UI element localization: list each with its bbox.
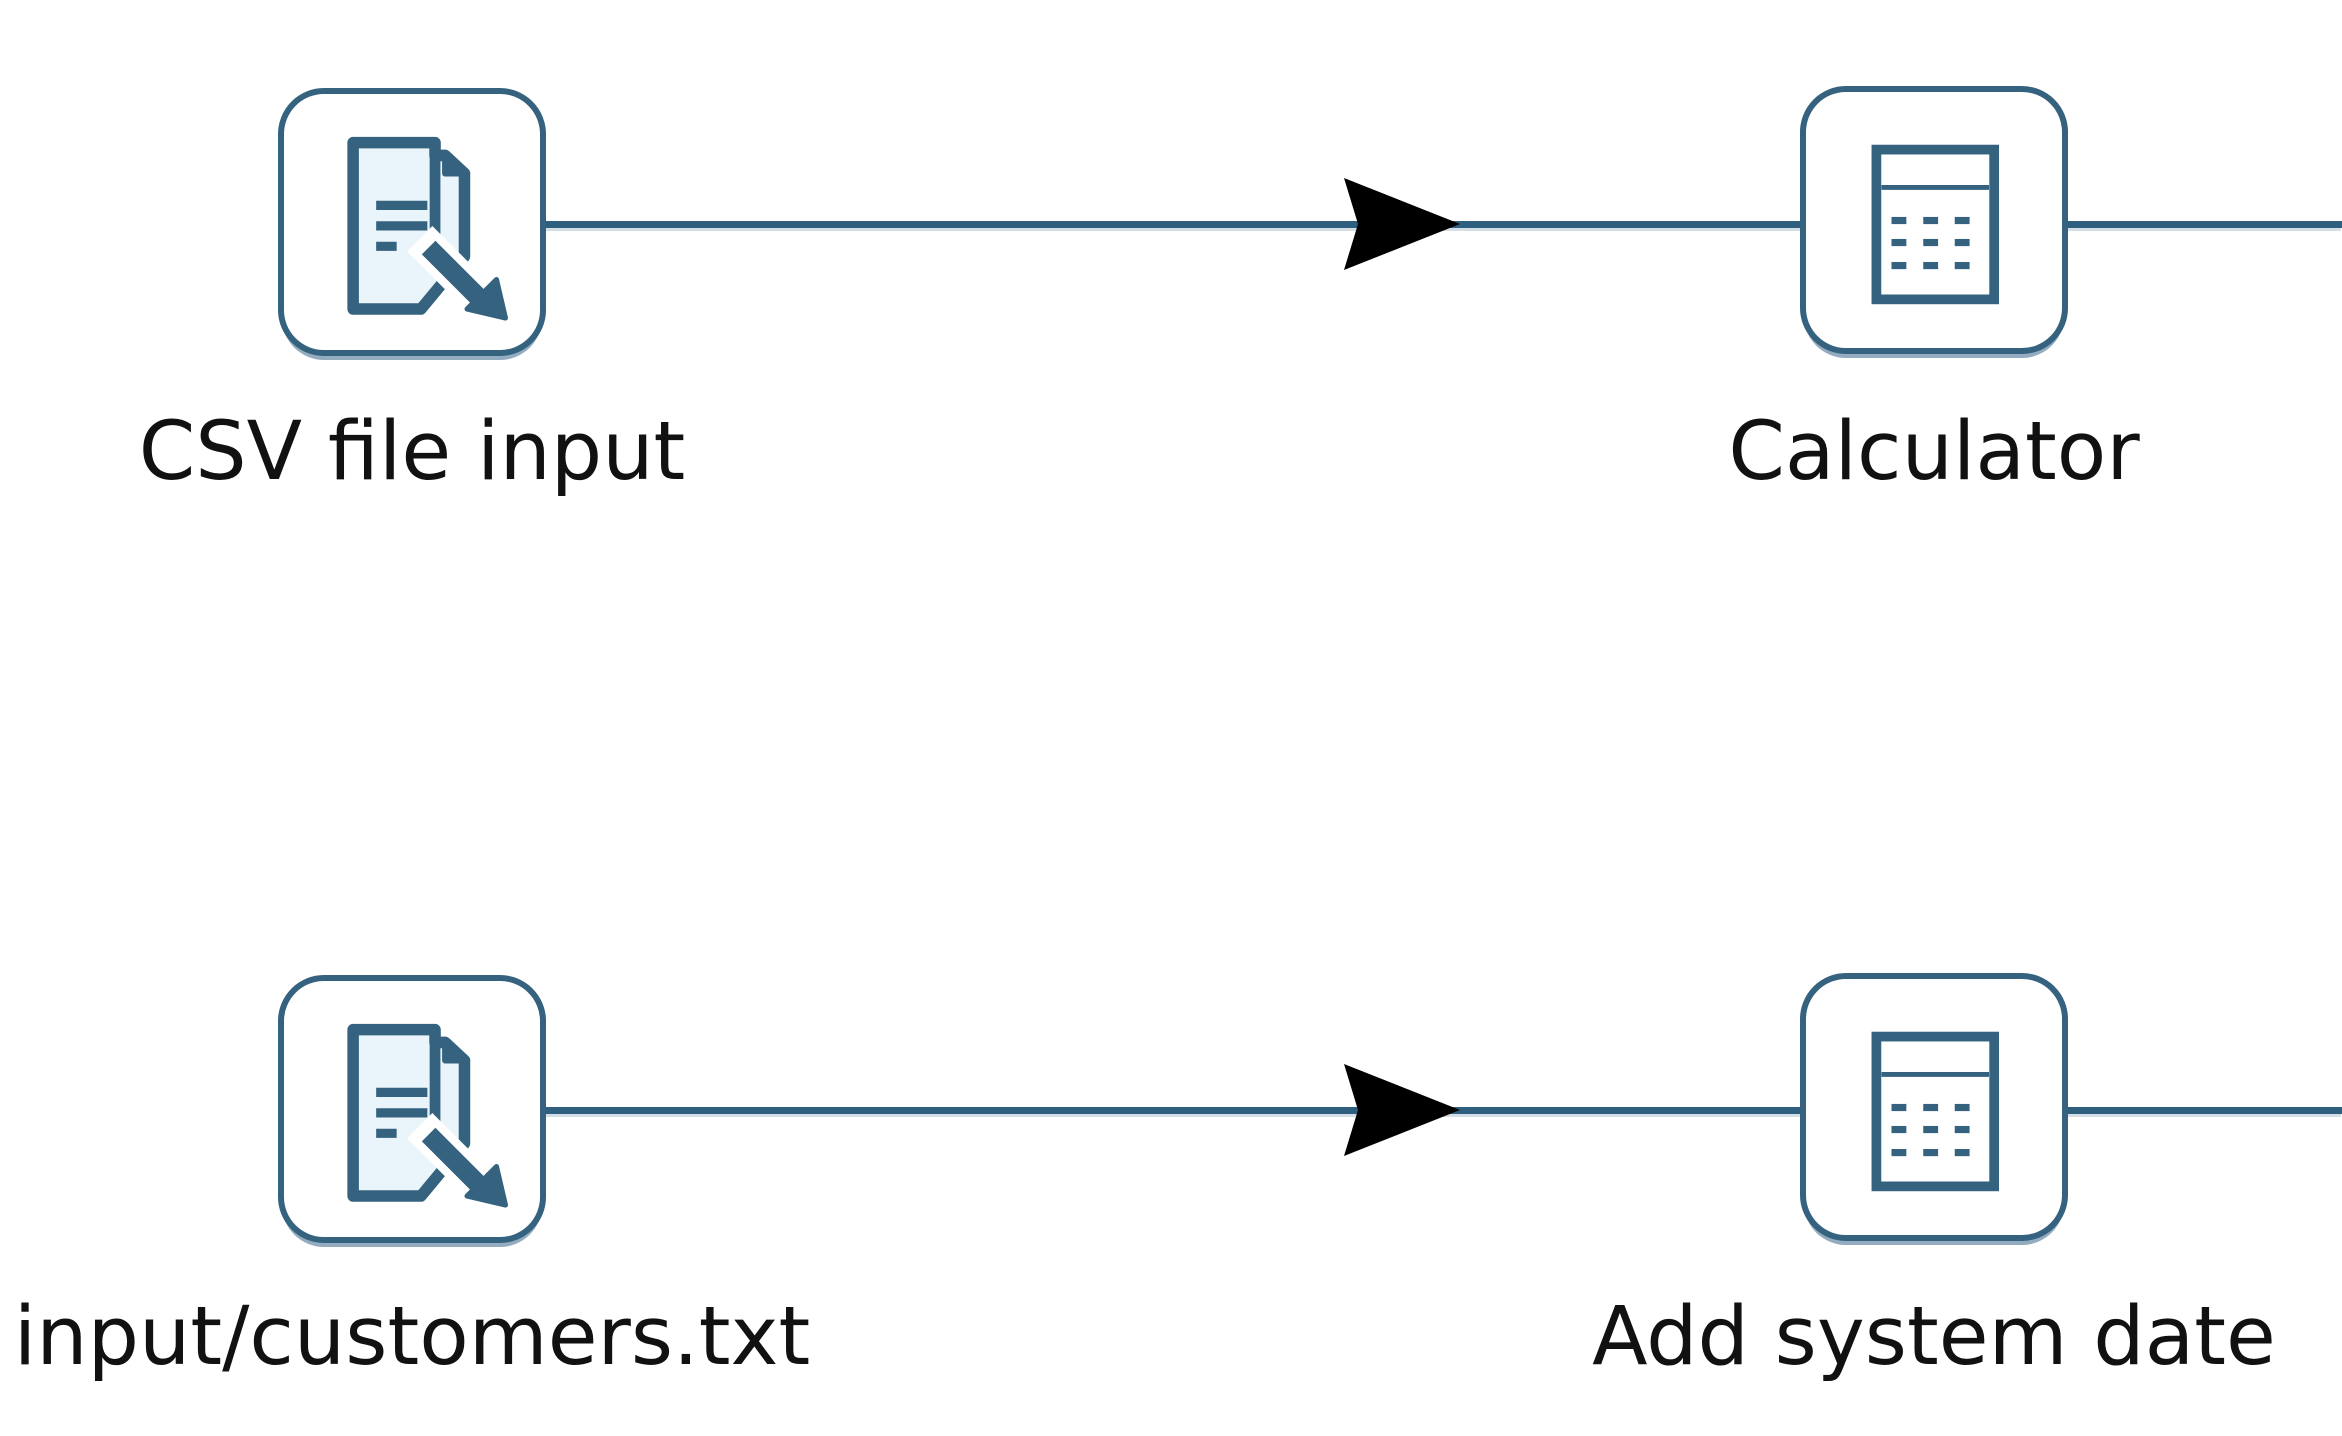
calculator-icon <box>1806 92 2062 348</box>
step-label: CSV file input <box>138 405 686 499</box>
hop-arrowhead-row2[interactable] <box>1344 1064 1460 1156</box>
step-node-csv-file-input[interactable] <box>278 88 546 356</box>
calculator-icon <box>1806 979 2062 1235</box>
step-node-add-system-date[interactable] <box>1800 973 2068 1241</box>
step-node-input-customers-txt[interactable] <box>278 975 546 1243</box>
step-label: Add system date <box>1592 1290 2276 1384</box>
step-label: input/customers.txt <box>13 1290 811 1384</box>
step-label: Calculator <box>1728 405 2140 499</box>
file-input-icon <box>284 981 540 1237</box>
step-node-calculator[interactable] <box>1800 86 2068 354</box>
hop-arrowhead-row1[interactable] <box>1344 178 1460 270</box>
file-input-icon <box>284 94 540 350</box>
